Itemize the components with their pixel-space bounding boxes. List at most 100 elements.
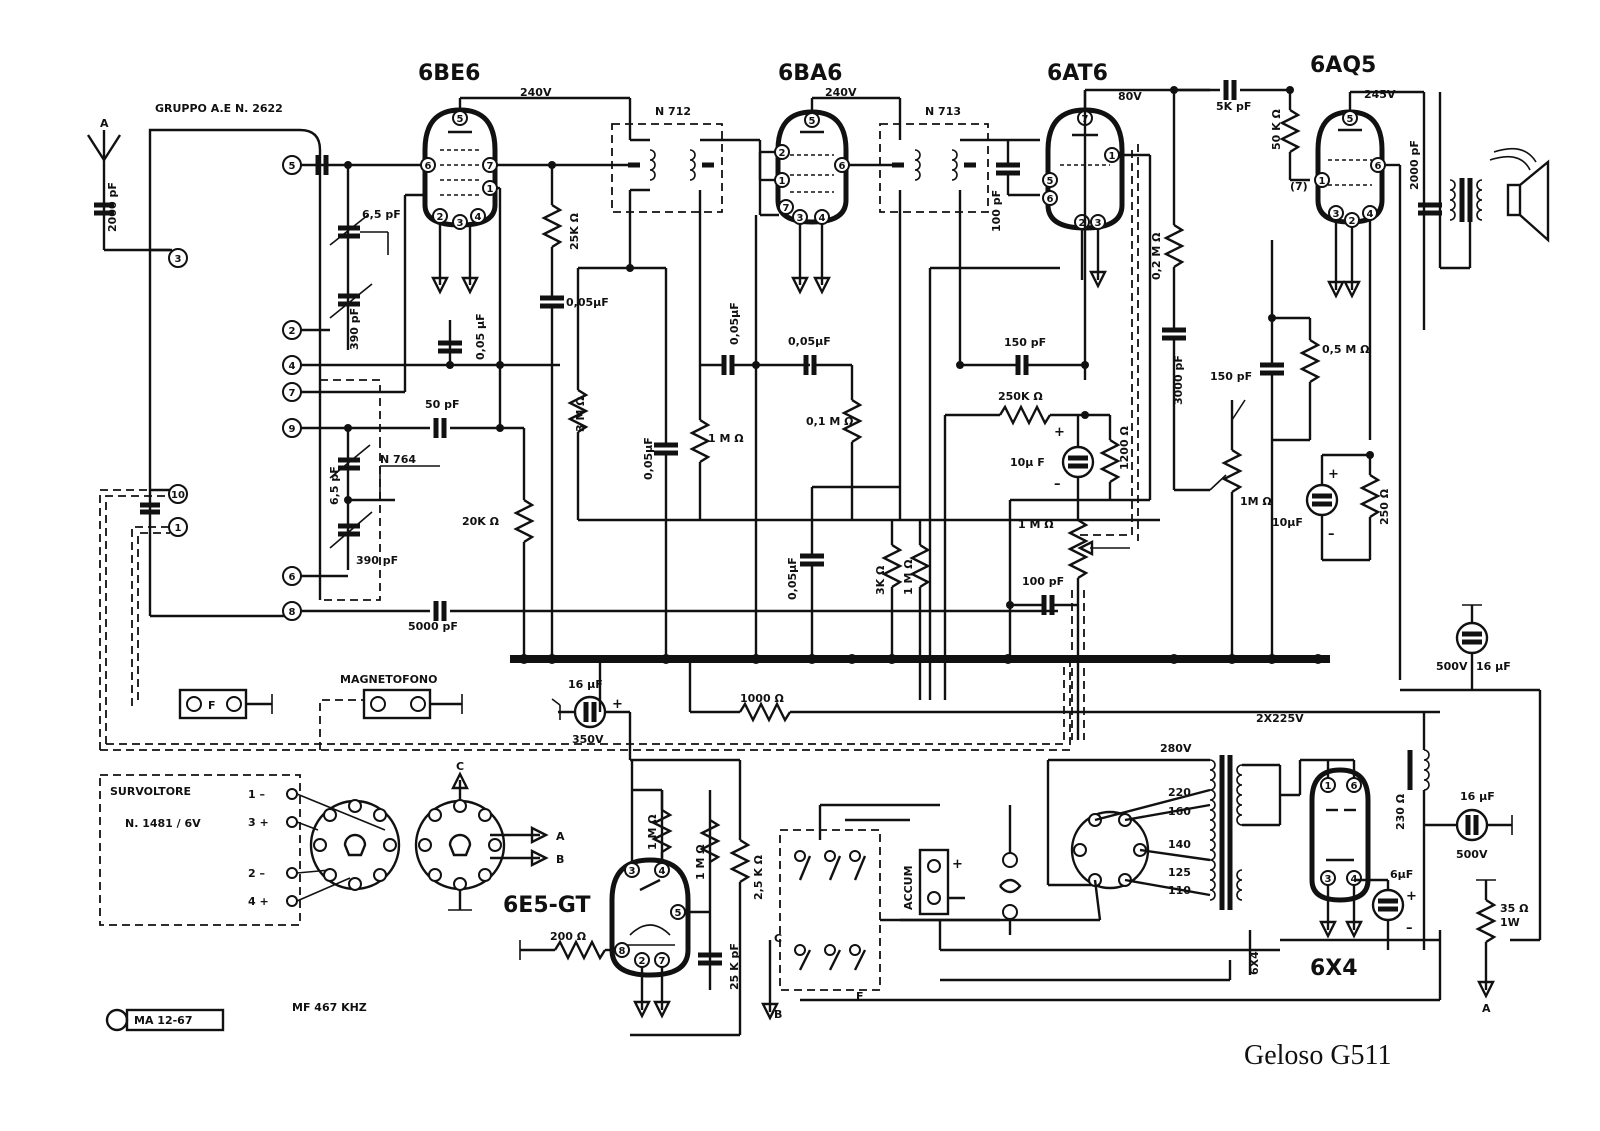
svg-text:4: 4 — [475, 212, 482, 223]
coil-pin-2: 2 — [282, 320, 302, 340]
coil-pin-4: 4 — [282, 355, 302, 375]
svg-text:5: 5 — [1047, 176, 1054, 187]
capacitor-6-5pf-a — [329, 214, 369, 246]
svg-text:5: 5 — [457, 114, 464, 125]
survoltore-model: N. 1481 / 6V — [125, 817, 201, 830]
svg-text:+: + — [952, 857, 963, 872]
sv-pin-2: 2 – — [248, 867, 265, 880]
svg-text:3: 3 — [457, 218, 464, 229]
capacitor-3000pf — [1162, 327, 1186, 341]
tube-6ba6: 5 2 6 1 7 3 4 — [774, 109, 850, 225]
svg-text:7: 7 — [783, 203, 790, 214]
gruppo-label: GRUPPO A.E N. 2622 — [155, 102, 283, 115]
label-c5kpf: 5K pF — [1216, 100, 1251, 113]
label-c10uf-a: 10μ F — [1010, 456, 1045, 469]
capacitor-10uf-a: + – — [1054, 425, 1095, 492]
capacitor-16uf-b — [1455, 621, 1489, 655]
voltage-v5: 2X225V — [1256, 712, 1304, 725]
label-c3000pf: 3000 pF — [1172, 355, 1185, 405]
capacitor-2000pf-output — [1418, 202, 1442, 216]
tube-label-6e5gt: 6E5-GT — [503, 893, 590, 918]
capacitor-100pf-a — [996, 162, 1020, 176]
power-a-label: A — [1482, 1002, 1491, 1015]
svg-text:1: 1 — [175, 523, 182, 534]
accum-socket — [918, 848, 950, 916]
svg-text:5: 5 — [675, 908, 682, 919]
label-r05m: 0,5 M Ω — [1322, 343, 1370, 356]
svg-text:1: 1 — [487, 184, 494, 195]
pin-7-label: (7) — [1290, 180, 1308, 193]
antenna-symbol — [86, 130, 172, 252]
label-c005-a: 0,05 μF — [474, 313, 487, 360]
switch-c-label: C — [774, 932, 782, 945]
label-c005-b: 0,05μF — [566, 296, 609, 309]
switch-b-label: B — [774, 1008, 782, 1021]
bus-junction — [1003, 654, 1013, 664]
choke-230 — [1407, 749, 1430, 791]
label-c150pf-a: 150 pF — [1004, 336, 1046, 349]
label-c6uf: 6μF — [1390, 868, 1413, 881]
bus-junction — [847, 654, 857, 664]
survoltore-label: SURVOLTORE — [110, 785, 191, 798]
coil-pin-9: 9 — [282, 418, 302, 438]
svg-text:2: 2 — [639, 956, 646, 967]
tube-6aq5: 5 6 1 3 2 4 — [1314, 109, 1386, 228]
bus-junction — [1313, 654, 1323, 664]
label-c5000pf: 5000 pF — [408, 620, 458, 633]
capacitor-005uf-d — [721, 355, 735, 375]
svg-text:–: – — [1406, 921, 1413, 936]
svg-text:1: 1 — [1325, 781, 1332, 792]
svg-text:2: 2 — [1349, 216, 1356, 227]
label-c2000pf-b: 2000 pF — [1408, 140, 1421, 190]
plug-c-label: C — [456, 760, 464, 773]
capacitor-150pf-a — [1015, 355, 1029, 375]
svg-text:6: 6 — [289, 572, 296, 583]
coil-pin-10: 10 — [168, 484, 188, 504]
footer-code: MA 12-67 — [134, 1014, 192, 1027]
survoltore-socket — [309, 799, 401, 891]
svg-text:3: 3 — [1095, 218, 1102, 229]
label-c6-5pf-b: 6,5 pF — [328, 466, 341, 505]
svg-text:4: 4 — [1367, 209, 1374, 220]
svg-text:4: 4 — [819, 213, 826, 224]
voltage-v8: 500V — [1436, 660, 1468, 673]
label-r50k: 50 K Ω — [1270, 109, 1283, 150]
footer-if-freq: MF 467 KHZ — [292, 1001, 367, 1014]
capacitor-5kpf — [1223, 80, 1237, 100]
if-can-n713 — [879, 123, 989, 213]
capacitor-16uf-c — [1455, 808, 1489, 842]
label-r250: 250 Ω — [1378, 488, 1391, 525]
svg-text:10: 10 — [171, 490, 185, 501]
svg-text:2: 2 — [437, 212, 444, 223]
label-n713: N 713 — [925, 105, 961, 118]
label-c390pf-b: 390 pF — [356, 554, 398, 567]
label-r3m: 3 M Ω — [574, 396, 587, 432]
label-r01m: 0,1 M Ω — [806, 415, 854, 428]
plug-b-label: B — [556, 853, 564, 866]
if-can-n712 — [611, 123, 723, 213]
svg-text:+: + — [1054, 425, 1065, 440]
antenna-label: A — [100, 117, 109, 130]
magnetofono-label: MAGNETOFONO — [340, 673, 438, 686]
svg-text:5: 5 — [809, 116, 816, 127]
label-r35w: 1W — [1500, 916, 1520, 929]
label-n764: N 764 — [380, 453, 416, 466]
svg-text:3: 3 — [629, 866, 636, 877]
tube-6be6: 5 6 7 1 2 3 4 — [420, 107, 498, 230]
svg-text:5: 5 — [289, 161, 296, 172]
label-c10uf-b: 10μF — [1272, 516, 1303, 529]
capacitor-5000pf — [433, 601, 447, 621]
label-sx4: 6X4 — [1248, 951, 1261, 975]
label-c25kpf: 25 K pF — [728, 943, 741, 990]
capacitor-50pf — [433, 418, 447, 438]
capacitor-150pf-b — [1260, 362, 1284, 376]
svg-text:+: + — [1406, 889, 1417, 904]
svg-text:7: 7 — [289, 388, 296, 399]
label-r02m-b: 0,2 M Ω — [1150, 232, 1163, 280]
output-transformer — [1449, 178, 1483, 222]
accum-label: ACCUM — [902, 865, 915, 910]
speaker-icon — [1489, 147, 1550, 243]
svg-text:1: 1 — [1319, 176, 1326, 187]
capacitor-6-5pf-b — [329, 444, 371, 479]
capacitor-6uf: + – — [1371, 888, 1417, 936]
